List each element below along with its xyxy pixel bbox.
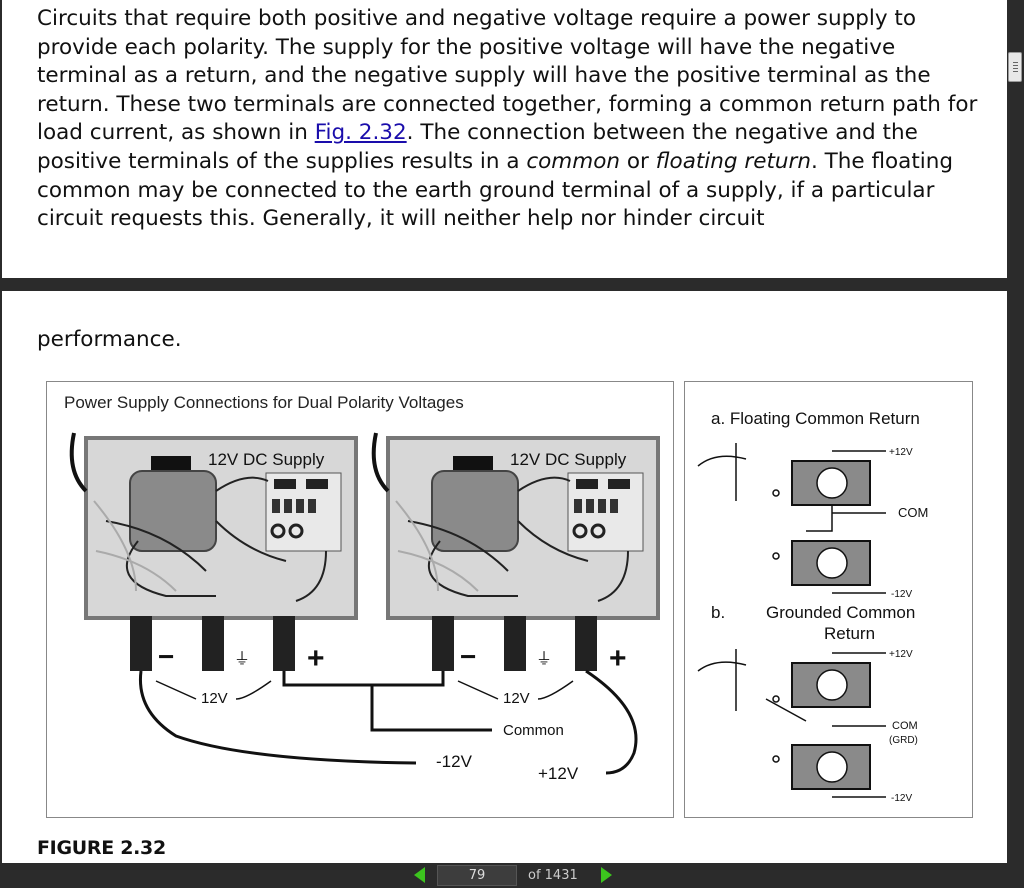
grounded-common-title-2: Return	[824, 624, 875, 643]
page-number-input[interactable]	[437, 865, 517, 886]
body-paragraph: Circuits that require both positive and …	[37, 5, 987, 234]
figure-2-32: Power Supply Connections for Dual Polari…	[46, 381, 973, 818]
supply-1-plus: +	[307, 642, 325, 675]
b-com-label: COM	[892, 720, 918, 732]
paragraph-text: . The floating common may be connected t…	[37, 148, 954, 232]
document-page-top: Circuits that require both positive and …	[2, 0, 1007, 278]
common-label: Common	[503, 722, 564, 739]
floating-common-title: a. Floating Common Return	[711, 409, 920, 428]
wiring	[138, 669, 638, 775]
supply-1: 12V DC Supply	[69, 432, 358, 620]
supply-2-minus: −	[460, 641, 476, 672]
grounded-common-title-1: Grounded Common	[766, 603, 915, 622]
supply-1-terminals: − ⏚ + 12V	[130, 616, 325, 707]
emphasis-common: common	[526, 148, 620, 174]
pos-12v-label: +12V	[538, 764, 579, 783]
paragraph-text: Circuits that require both positive and …	[37, 6, 978, 146]
supply-1-minus: −	[158, 641, 174, 672]
a-com-label: COM	[898, 505, 928, 520]
b-pos-label: +12V	[889, 649, 913, 660]
document-page-bottom: performance. Power Supply Connections fo…	[2, 291, 1007, 863]
scrollbar-thumb[interactable]	[1008, 52, 1022, 82]
supply-2-plus: +	[609, 642, 627, 675]
b-neg-label: -12V	[891, 793, 912, 804]
diagram-a	[697, 443, 886, 594]
figure-caption: FIGURE 2.32	[37, 837, 166, 859]
paragraph-text: . The connection between the negative an…	[37, 120, 918, 174]
left-panel-title: Power Supply Connections for Dual Polari…	[64, 393, 464, 412]
emphasis-floating-return: floating return	[655, 148, 811, 174]
a-neg-label: -12V	[891, 589, 912, 600]
continued-paragraph: performance.	[37, 327, 182, 352]
section-b-letter: b.	[711, 603, 725, 622]
paragraph-text: or	[619, 148, 656, 174]
next-page-arrow-icon[interactable]	[601, 867, 612, 883]
page-total: of 1431	[528, 868, 578, 883]
b-grd-label: (GRD)	[889, 735, 918, 746]
supply-1-voltage: 12V	[201, 690, 228, 707]
supply-2: 12V DC Supply	[371, 432, 660, 620]
supply-2-voltage: 12V	[503, 690, 530, 707]
supply-1-label: 12V DC Supply	[208, 450, 325, 469]
supply-2-label: 12V DC Supply	[510, 450, 627, 469]
neg-12v-label: -12V	[436, 752, 473, 771]
svg-text:⏚: ⏚	[234, 650, 250, 668]
diagram-b	[697, 649, 886, 798]
vertical-scrollbar[interactable]	[1007, 0, 1024, 863]
a-pos-label: +12V	[889, 447, 913, 458]
previous-page-arrow-icon[interactable]	[414, 867, 425, 883]
svg-text:⏚: ⏚	[536, 650, 552, 668]
figure-link[interactable]: Fig. 2.32	[314, 120, 407, 146]
supply-2-terminals: − ⏚ + 12V	[432, 616, 627, 707]
